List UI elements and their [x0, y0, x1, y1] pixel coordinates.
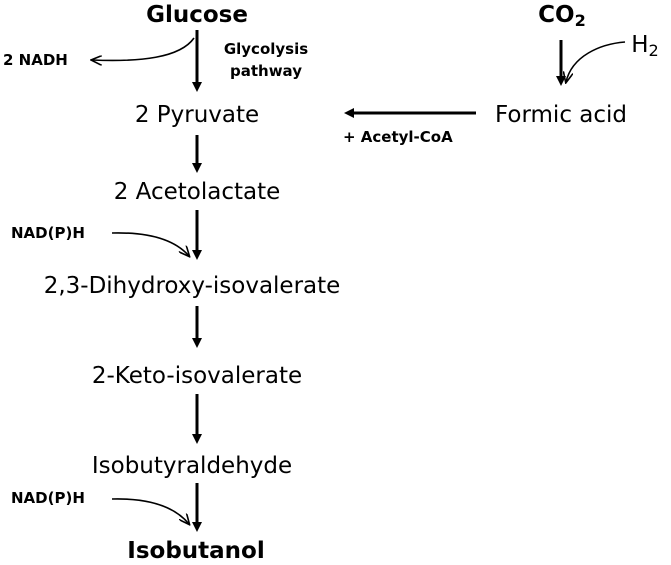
gas-h2: H2	[631, 34, 659, 59]
gas-h2-symbol: H	[631, 32, 649, 58]
arrow-nadph-1	[111, 232, 189, 256]
compound-dihydroxy-isovalerate: 2,3-Dihydroxy-isovalerate	[43, 273, 341, 299]
label-glycolysis-line1: Glycolysis	[223, 40, 309, 58]
gas-co2-symbol: CO	[538, 2, 575, 28]
gas-co2-subscript: 2	[574, 11, 586, 31]
compound-acetolactate: 2 Acetolactate	[113, 179, 281, 205]
label-glycolysis-line2: pathway	[229, 62, 303, 80]
cofactor-nadph-1: NAD(P)H	[11, 224, 85, 242]
gas-co2: CO2	[538, 4, 586, 29]
gas-h2-subscript: 2	[648, 41, 659, 61]
arrow-h2-to-co2	[566, 41, 626, 82]
arrow-nadph-2	[111, 498, 189, 524]
compound-formic-acid: Formic acid	[494, 102, 628, 128]
cofactor-nadh: 2 NADH	[3, 51, 68, 69]
compound-isobutyraldehyde: Isobutyraldehyde	[91, 453, 293, 479]
arrow-glucose-to-nadh	[92, 37, 195, 60]
compound-keto-isovalerate: 2-Keto-isovalerate	[91, 363, 303, 389]
compound-pyruvate: 2 Pyruvate	[134, 102, 260, 128]
compound-glucose: Glucose	[146, 2, 248, 28]
cofactor-nadph-2: NAD(P)H	[11, 489, 85, 507]
cofactor-acetyl-coa: + Acetyl-CoA	[343, 128, 453, 146]
compound-isobutanol: Isobutanol	[127, 538, 265, 564]
